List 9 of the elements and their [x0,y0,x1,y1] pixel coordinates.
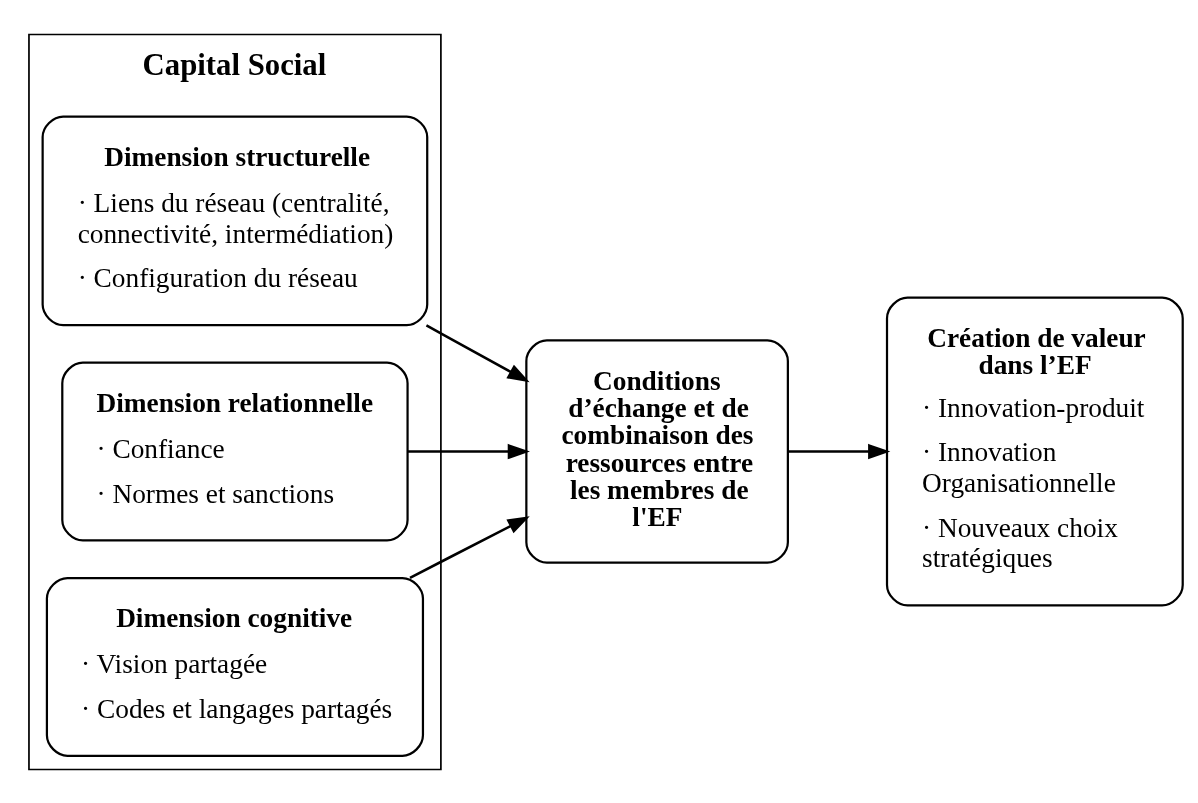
arrow [409,515,530,579]
node-box: Dimension relationnelle · Confiance · Normes et sanctions [61,361,409,542]
arrow [407,443,530,459]
node-box: Dimension structurelle · Liens du réseau (centralité, connectivité, intermédiation) · Configuration du réseau [41,114,429,326]
node-box: Conditions d’échange et de combinaison des ressources entre les membres de l'EF [525,338,789,564]
arrow [425,323,530,382]
arrow [788,443,891,459]
node-box: Création de valeur dans l’EF · Innovation-produit · Innovation Organisationnelle · Nouveaux choix stratégiques [885,296,1184,606]
node-box: Dimension cognitive · Vision partagée · Codes et langages partagés [45,576,425,757]
